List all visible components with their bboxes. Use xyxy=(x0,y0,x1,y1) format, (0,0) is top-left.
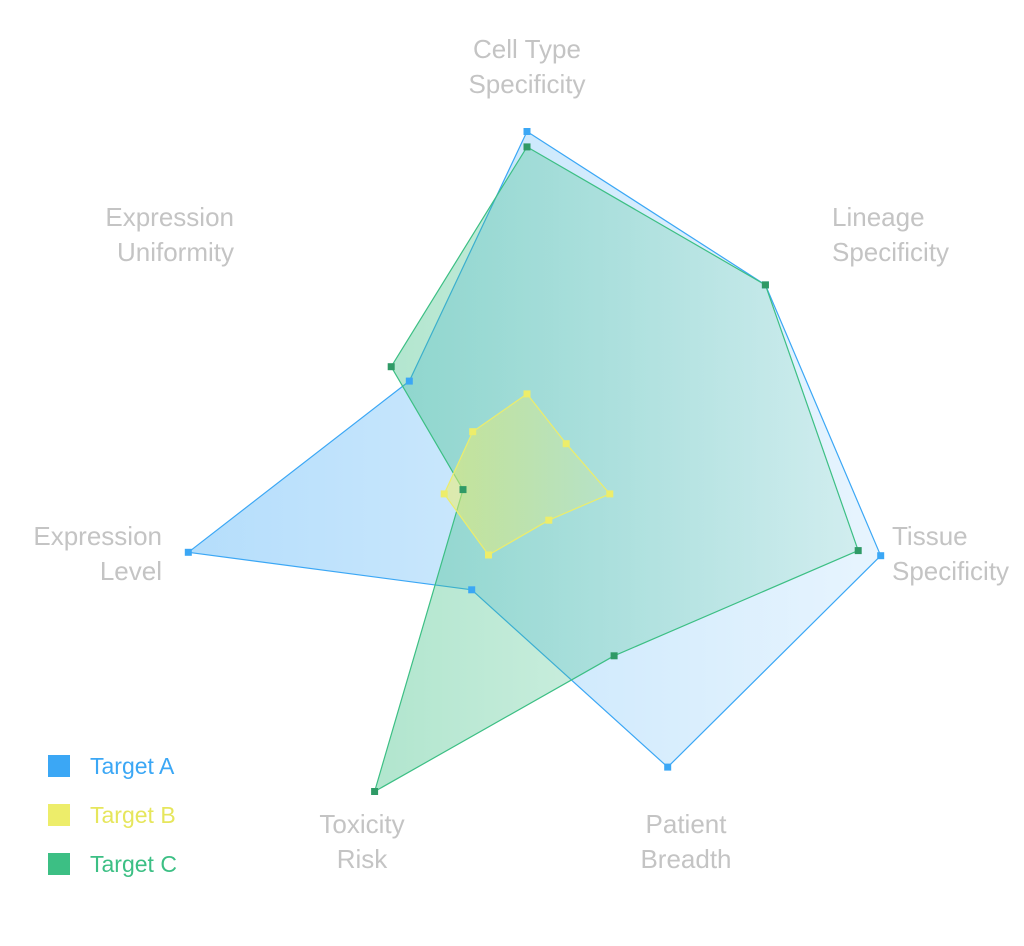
data-point-target-c-2 xyxy=(854,547,862,555)
series-area-target-b xyxy=(443,393,611,556)
data-point-target-a-2 xyxy=(877,552,885,560)
data-point-target-b-5 xyxy=(440,490,448,498)
data-point-target-b-6 xyxy=(469,428,477,436)
data-point-target-b-0 xyxy=(523,390,531,398)
data-point-target-c-4 xyxy=(371,788,379,795)
data-point-target-b-1 xyxy=(562,440,570,448)
legend-label-target-c: Target C xyxy=(90,851,177,877)
data-point-target-a-0 xyxy=(523,128,531,135)
legend-label-target-a: Target A xyxy=(90,753,175,779)
legend-swatch-target-b xyxy=(48,804,70,826)
legend-label-target-b: Target B xyxy=(90,802,176,828)
data-point-target-b-4 xyxy=(485,551,492,559)
data-point-target-b-2 xyxy=(606,490,614,498)
legend: Target A Target B Target C xyxy=(48,753,177,877)
data-point-target-c-3 xyxy=(610,652,618,660)
data-point-target-a-4 xyxy=(468,586,476,594)
data-point-target-a-6 xyxy=(405,377,413,385)
data-point-target-b-3 xyxy=(545,516,553,524)
data-point-target-c-1 xyxy=(761,281,769,289)
data-point-target-c-0 xyxy=(523,143,531,151)
data-point-target-a-5 xyxy=(184,548,192,556)
data-point-target-c-5 xyxy=(459,486,467,494)
data-point-target-c-6 xyxy=(387,363,395,371)
data-point-target-a-3 xyxy=(664,763,672,771)
series-layer xyxy=(184,128,885,795)
legend-swatch-target-c xyxy=(48,853,70,875)
legend-swatch-target-a xyxy=(48,755,70,777)
series-area-target-c xyxy=(374,146,859,793)
